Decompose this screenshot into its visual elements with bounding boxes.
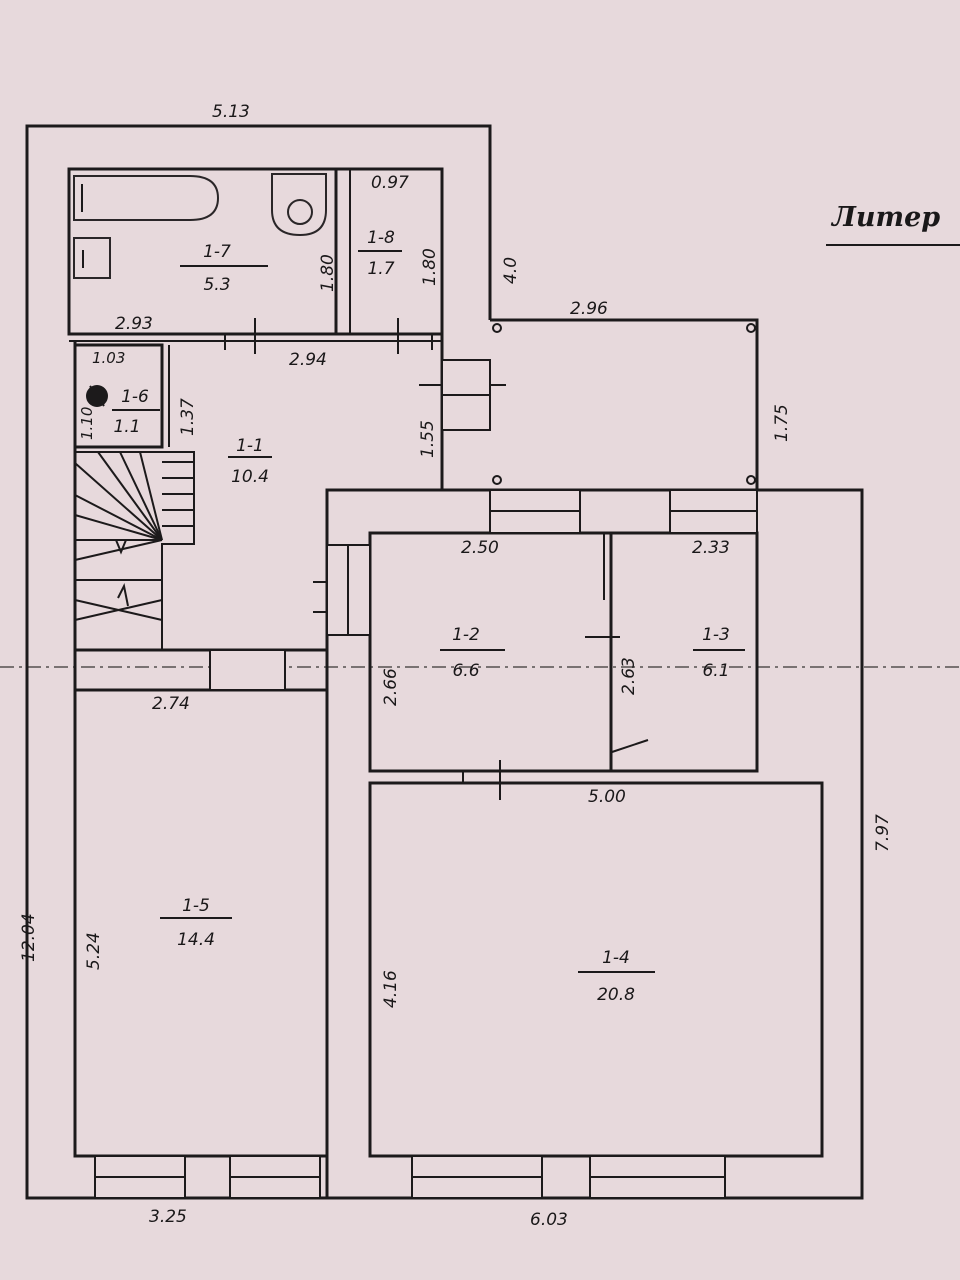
dim-bottom-left: 3.25 (149, 1207, 187, 1227)
svg-text:1-1: 1-1 (236, 436, 264, 456)
dim-room-1-3-width: 2.33 (692, 538, 730, 558)
dim-closet-height: 1.37 (178, 398, 198, 436)
dim-ext-height: 4.0 (501, 257, 521, 284)
svg-text:6.1: 6.1 (702, 661, 729, 681)
svg-text:1-5: 1-5 (182, 896, 210, 916)
dim-room-1-4-width: 5.00 (588, 787, 626, 807)
outer-walls (25, 124, 864, 1200)
dim-room-1-4-height: 4.16 (381, 970, 401, 1008)
svg-text:20.8: 20.8 (597, 985, 635, 1005)
svg-text:1-6: 1-6 (121, 387, 149, 407)
room-1-5-label: 1-5 14.4 (160, 896, 232, 950)
dim-right-total: 7.97 (873, 814, 893, 852)
room-1-7-label: 1-7 5.3 (180, 242, 268, 295)
bathtub-icon (73, 175, 220, 221)
svg-text:1-3: 1-3 (702, 625, 730, 645)
room-1-6-label: 1-6 1.1 (112, 387, 160, 437)
dim-room-1-3-height: 2.63 (619, 657, 639, 695)
windows (94, 359, 758, 1199)
dim-left-total: 12.04 (19, 913, 39, 962)
dim-hall-top: 2.94 (289, 350, 327, 370)
title-label: Литер (830, 202, 940, 233)
svg-text:14.4: 14.4 (177, 930, 215, 950)
room-1-8-label: 1-8 1.7 (358, 228, 402, 279)
dim-closet-width: 1.03 (92, 349, 125, 367)
dim-closet-w2: 1.10 (78, 407, 96, 440)
boiler-icon (86, 385, 108, 407)
svg-text:1-2: 1-2 (452, 625, 480, 645)
room-1-1-label: 1-1 10.4 (228, 436, 272, 487)
dim-hall-side: 1.55 (418, 420, 438, 458)
dim-room-1-2-height: 2.66 (381, 668, 401, 706)
dim-wc-width: 0.97 (371, 173, 409, 193)
svg-text:1.1: 1.1 (113, 417, 140, 437)
door-openings (224, 318, 649, 800)
toilet-icon (271, 173, 327, 237)
sink-icon (73, 237, 111, 279)
dim-room-1-5-top: 2.74 (152, 694, 190, 714)
svg-text:1-8: 1-8 (367, 228, 395, 248)
dim-top-width: 5.13 (212, 102, 250, 122)
dim-room-1-2-width: 2.50 (461, 538, 499, 558)
dim-room-1-5-height: 5.24 (84, 932, 104, 970)
dim-porch-depth: 1.75 (772, 404, 792, 442)
dim-wc-height: 1.80 (420, 248, 440, 286)
svg-text:1-4: 1-4 (602, 948, 630, 968)
porch-post-icons (492, 323, 756, 485)
room-1-3-label: 1-3 6.1 (693, 625, 745, 681)
dim-bottom-right: 6.03 (530, 1210, 568, 1230)
svg-text:5.3: 5.3 (203, 275, 230, 295)
svg-text:10.4: 10.4 (231, 467, 269, 487)
svg-text:1.7: 1.7 (367, 259, 394, 279)
dim-bath-height: 1.80 (318, 254, 338, 292)
dim-porch-width: 2.96 (570, 299, 608, 319)
room-1-4-label: 1-4 20.8 (578, 948, 655, 1005)
staircase-icon (74, 451, 194, 621)
room-1-2-label: 1-2 6.6 (440, 625, 505, 681)
svg-text:1-7: 1-7 (203, 242, 231, 262)
svg-text:6.6: 6.6 (452, 661, 479, 681)
dim-bath-width: 2.93 (115, 314, 153, 334)
